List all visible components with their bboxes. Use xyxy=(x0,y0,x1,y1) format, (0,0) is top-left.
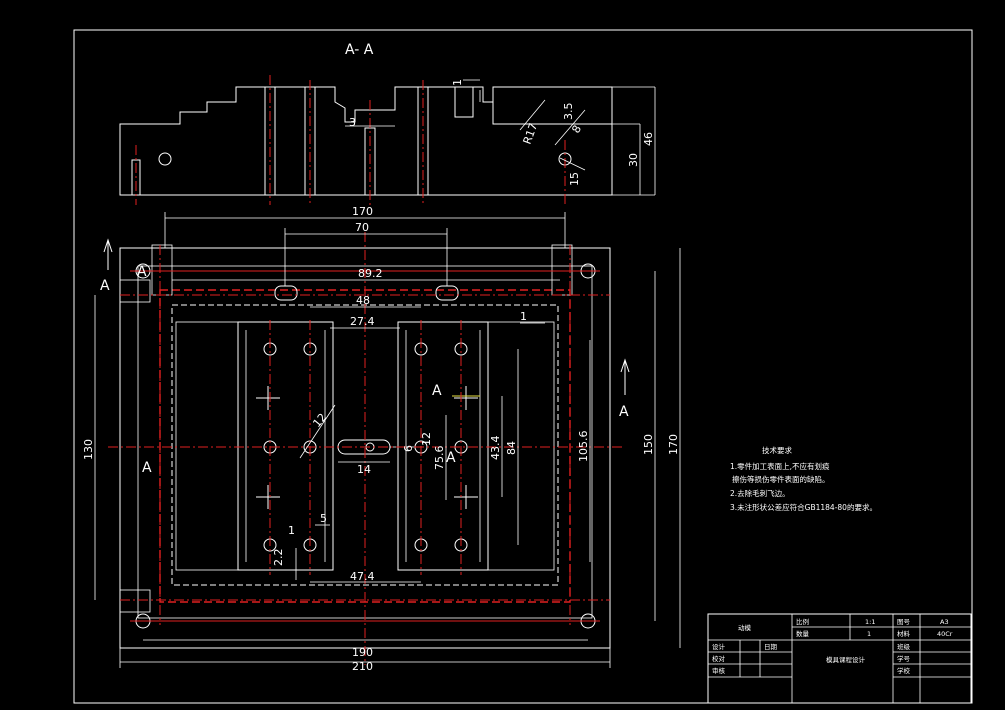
tb-class-label: 班级 xyxy=(897,642,911,651)
dim-3: 3 xyxy=(349,116,356,129)
tb-sheet-label: 图号 xyxy=(897,618,911,626)
tb-part-name: 动模 xyxy=(738,623,752,632)
tb-student-label: 学号 xyxy=(897,654,911,663)
dim-1-right: 1 xyxy=(520,310,527,323)
dim-30: 30 xyxy=(627,153,640,167)
label-a-center-2: A xyxy=(446,450,456,466)
dim-48: 48 xyxy=(356,294,370,307)
notes-line-4: 3.未注形状公差应符合GB1184-80的要求。 xyxy=(730,502,877,512)
dim-15: 15 xyxy=(568,172,581,186)
dim-8: 8 xyxy=(569,123,584,136)
dim-3-5: 3.5 xyxy=(562,103,575,121)
dim-1-section: 1 xyxy=(451,79,464,86)
label-a-left-mid: A xyxy=(142,460,152,476)
tb-review-label: 审核 xyxy=(712,666,726,675)
tb-material-value: 40Cr xyxy=(937,630,953,638)
section-view: 46 30 15 3.5 8 R17 3 1 xyxy=(119,75,656,205)
outer-frame xyxy=(73,29,973,704)
label-a-top-left: A xyxy=(137,264,147,280)
title-block: 动模 比例 1:1 图号 A3 数量 1 材料 40Cr 设计 日期 校对 审核… xyxy=(707,613,972,704)
label-a-center-1: A xyxy=(432,383,442,399)
tb-design-label: 设计 xyxy=(712,642,726,651)
dim-170-top: 170 xyxy=(352,205,373,218)
dim-2-2: 2.2 xyxy=(272,549,285,567)
dim-46: 46 xyxy=(642,132,655,146)
dim-14: 14 xyxy=(357,463,371,476)
tb-sheet-value: A3 xyxy=(940,618,949,626)
dim-43-4: 43.4 xyxy=(489,436,502,461)
tb-school-label: 学校 xyxy=(897,666,911,675)
tb-material-label: 材料 xyxy=(897,629,911,638)
dim-47-4: 47.4 xyxy=(350,570,375,583)
dim-105-6: 105.6 xyxy=(577,431,590,463)
dim-170-right: 170 xyxy=(667,434,680,455)
notes-line-2: 擦伤等损伤零件表面的缺陷。 xyxy=(732,474,830,484)
dim-89-2: 89.2 xyxy=(358,267,383,280)
dim-6: 6 xyxy=(402,445,415,452)
tb-date-label: 日期 xyxy=(764,643,778,651)
tb-scale-value: 1:1 xyxy=(865,618,875,626)
dim-190: 190 xyxy=(352,646,373,659)
tb-scale-label: 比例 xyxy=(796,617,809,626)
label-a-left: A xyxy=(100,278,110,294)
dim-12: 12 xyxy=(310,411,329,430)
dim-1-low: 1 xyxy=(288,524,295,537)
tb-qty-value: 1 xyxy=(867,630,871,638)
dim-130: 130 xyxy=(82,439,95,460)
tb-check-label: 校对 xyxy=(712,654,726,663)
tb-drawing-name: 模具课程设计 xyxy=(826,655,866,664)
tb-qty-label: 数量 xyxy=(796,629,810,638)
dim-5: 5 xyxy=(320,512,327,525)
label-a-right-mid: A xyxy=(619,404,629,420)
dim-12b: 12 xyxy=(420,432,433,446)
dim-r17: R17 xyxy=(521,121,541,146)
dim-84: 84 xyxy=(505,441,518,455)
dim-75-6: 75.6 xyxy=(433,446,446,471)
dim-150: 150 xyxy=(642,434,655,455)
notes-line-1: 1.零件加工表面上,不应有划痕 xyxy=(730,461,830,471)
notes-line-3: 2.去除毛刺飞边。 xyxy=(730,488,790,498)
notes-title: 技术要求 xyxy=(762,445,792,455)
plan-view: A A A A A A 170 70 89.2 48 27.4 1 14 47.… xyxy=(82,205,681,673)
technical-notes: 技术要求 1.零件加工表面上,不应有划痕 擦伤等损伤零件表面的缺陷。 2.去除毛… xyxy=(730,445,877,512)
section-title: A- A xyxy=(345,42,374,58)
dim-70: 70 xyxy=(355,221,369,234)
dim-210: 210 xyxy=(352,660,373,673)
dim-27-4: 27.4 xyxy=(350,315,375,328)
